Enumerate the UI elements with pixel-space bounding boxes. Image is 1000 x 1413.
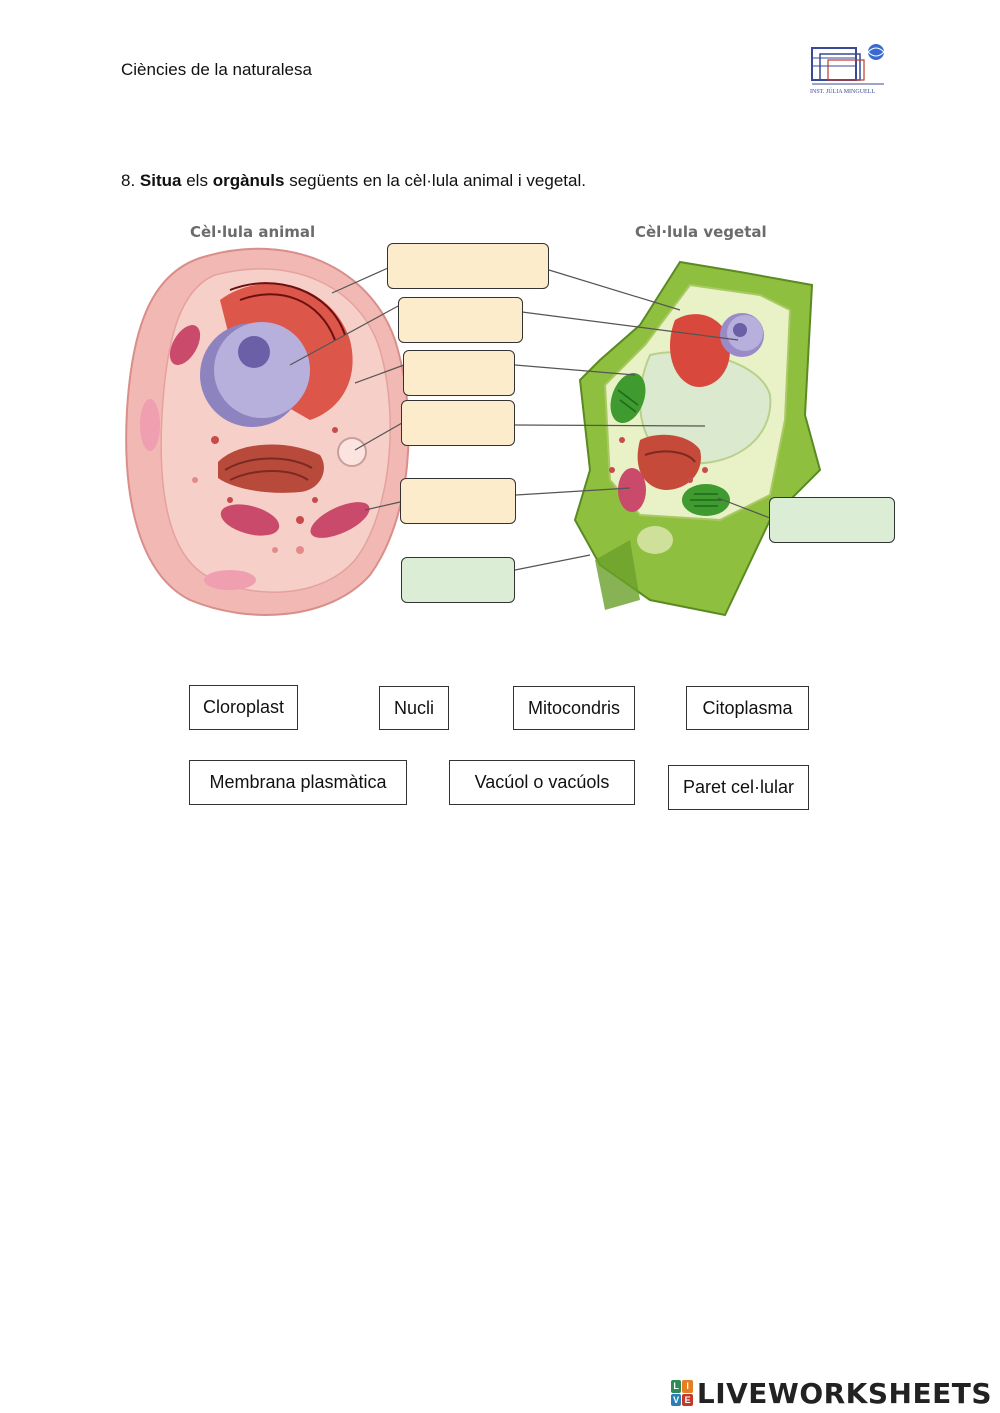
drop-box-nucleus[interactable] — [398, 297, 523, 343]
word-paret-cellular[interactable]: Paret cel·lular — [668, 765, 809, 810]
brand-badge-icon: L I V E — [670, 1380, 693, 1406]
cell-diagram — [125, 247, 822, 617]
plant-cell — [573, 260, 822, 617]
brand-name: LIVEWORKSHEETS — [696, 1376, 992, 1410]
school-logo: INST. JÚLIA MINGUELL — [810, 44, 885, 95]
instruction-keyword: orgànuls — [212, 171, 285, 190]
logo-text: INST. JÚLIA MINGUELL — [810, 87, 875, 95]
word-cloroplast[interactable]: Cloroplast — [189, 685, 298, 730]
liveworksheets-brand: L I V E LIVEWORKSHEETS — [670, 1376, 992, 1410]
badge-letter: V — [670, 1393, 682, 1406]
badge-letter: L — [670, 1380, 682, 1393]
instruction-number: 8. — [121, 171, 136, 190]
drop-box-mitochondria[interactable] — [400, 478, 516, 524]
badge-letter: I — [682, 1380, 693, 1393]
word-vacuol[interactable]: Vacúol o vacúols — [449, 760, 635, 805]
word-nucli[interactable]: Nucli — [379, 686, 449, 730]
instruction-text: 8. Situa els orgànuls següents en la cèl… — [121, 171, 586, 191]
animal-cell — [125, 247, 410, 616]
instruction-rest: següents en la cèl·lula animal i vegetal… — [289, 171, 586, 190]
word-citoplasma[interactable]: Citoplasma — [686, 686, 809, 730]
drop-box-membrane[interactable] — [387, 243, 549, 289]
drop-box-vacuole[interactable] — [401, 400, 515, 446]
subject-header: Ciències de la naturalesa — [121, 60, 312, 79]
word-membrana-plasmatica[interactable]: Membrana plasmàtica — [189, 760, 407, 805]
drop-box-cell-wall[interactable] — [401, 557, 515, 603]
animal-cell-title: Cèl·lula animal — [190, 223, 316, 241]
word-mitocondris[interactable]: Mitocondris — [513, 686, 635, 730]
instruction-verb: Situa — [139, 171, 182, 190]
badge-letter: E — [682, 1393, 693, 1406]
leader-lines — [289, 267, 771, 571]
drop-box-cytoplasm[interactable] — [403, 350, 515, 396]
instruction-middle: els — [186, 171, 208, 190]
plant-cell-title: Cèl·lula vegetal — [635, 223, 767, 241]
drop-box-chloroplast[interactable] — [769, 497, 895, 543]
